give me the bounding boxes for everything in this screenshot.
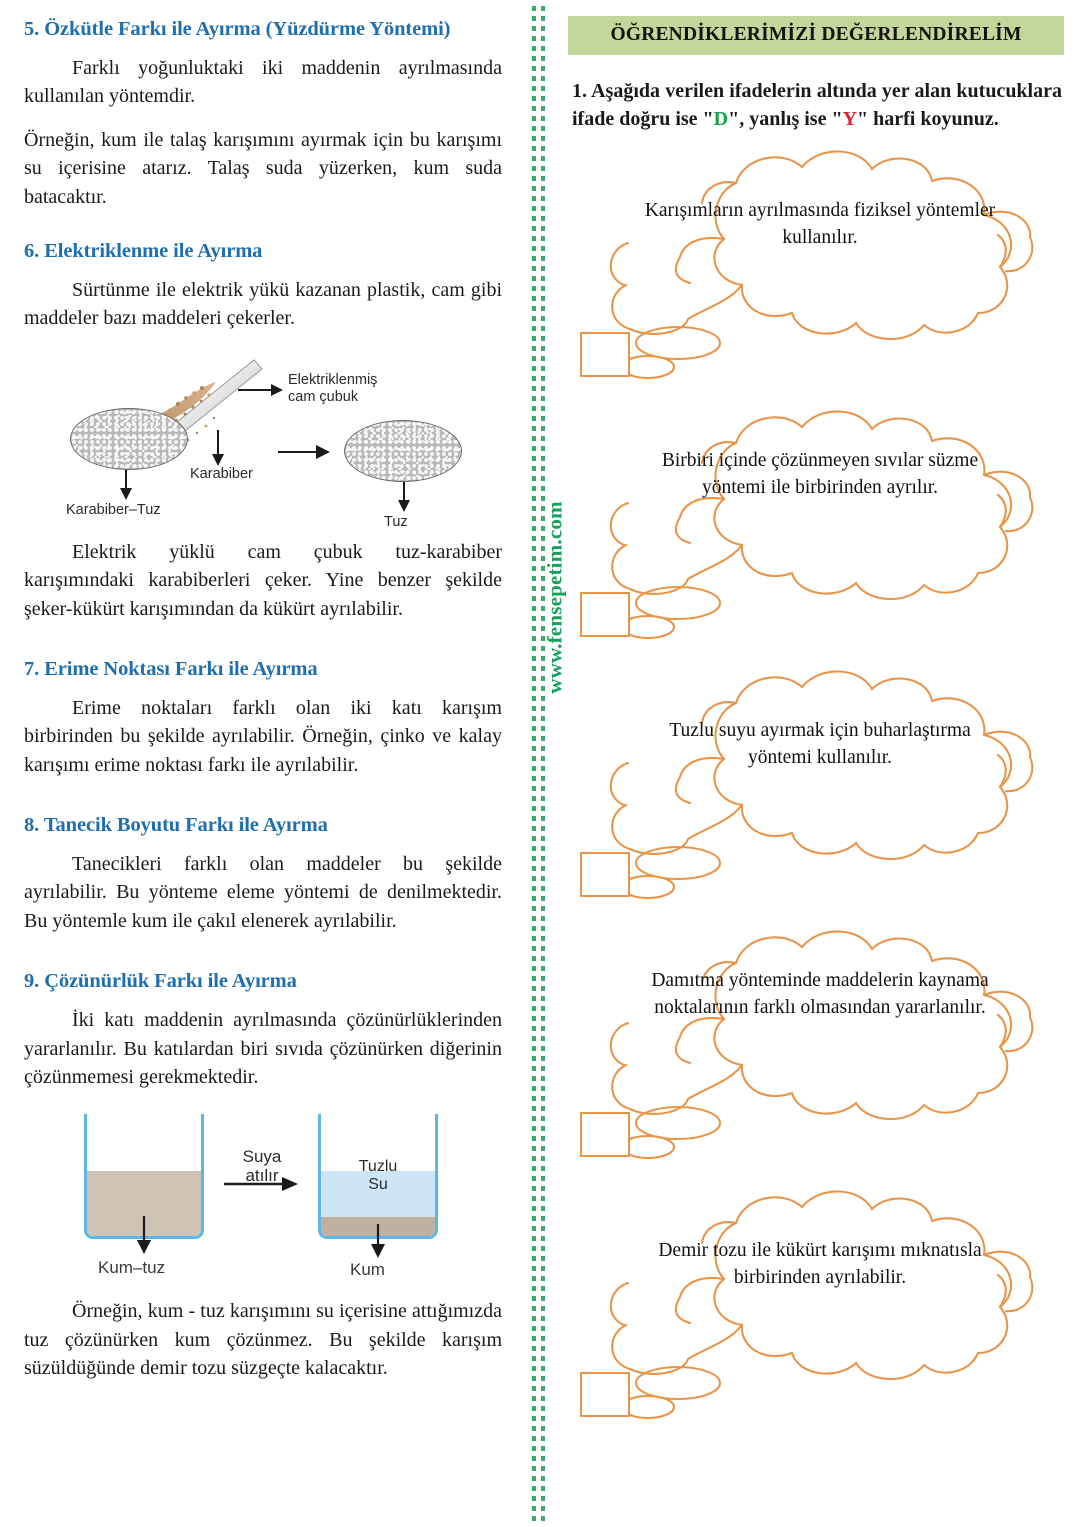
instruction-letter-false: Y <box>842 108 858 130</box>
statement-text-4: Damıtma yönteminde maddelerin kaynama no… <box>651 970 989 1019</box>
statement-text-1: Karışımların ayrılmasında fiziksel yönte… <box>644 200 996 249</box>
statement-item-1: Karışımların ayrılmasında fiziksel yönte… <box>568 143 1073 393</box>
section-6-paragraph-1: Sürtünme ile elektrik yükü kazanan plast… <box>24 278 502 330</box>
instruction-part-2: ", yanlış ise " <box>728 108 843 130</box>
answer-box-3[interactable] <box>580 852 630 897</box>
statement-item-5: Demir tozu ile kükürt karışımı mıknatısl… <box>568 1183 1073 1433</box>
thought-cloud-3 <box>609 670 1034 900</box>
spacer <box>24 226 502 240</box>
label-sand-salt: Kum–tuz <box>98 1258 166 1278</box>
label-salt-water: Tuzlu Su <box>358 1158 398 1194</box>
label-sand: Kum <box>350 1260 385 1280</box>
electrification-diagram-svg <box>120 359 410 512</box>
section-5-paragraph-1: Farklı yoğunluktaki iki maddenin ayrılma… <box>24 57 502 108</box>
label-pepper-salt-mixture: Karabiber–Tuz <box>66 501 161 518</box>
statement-text-3: Tuzlu suyu ayırmak için buharlaştırma yö… <box>669 720 971 769</box>
spacer <box>24 638 502 658</box>
salt-dish <box>344 419 462 482</box>
transfer-arrow <box>224 1177 298 1192</box>
answer-box-1[interactable] <box>580 332 630 377</box>
figure-beakers: Tuzlu Su Suya atılır Kum–tuz Kum <box>84 1106 504 1291</box>
beakers-arrows-svg <box>137 1177 385 1259</box>
label-thrown-into-water: Suya atılır <box>242 1147 282 1186</box>
spacer <box>24 794 502 814</box>
section-heading-7: 7. Erime Noktası Farkı ile Ayırma <box>24 657 318 680</box>
section-9-paragraph-2: Örneğin, kum - tuz karışımını su içerisi… <box>24 1300 502 1380</box>
right-column: ÖĞRENDİKLERİMİZİ DEĞERLENDİRELİM 1. Aşağ… <box>554 0 1078 1527</box>
arrow-to-mixture <box>120 465 132 500</box>
instruction-part-1: 1. Aşağıda verilen ifadelerin altında ye… <box>572 80 1062 130</box>
arrow-to-rod <box>238 383 283 396</box>
statement-item-2: Birbiri içinde çözünmeyen sıvılar süzme … <box>568 403 1073 653</box>
thought-cloud-5 <box>609 1190 1034 1420</box>
answer-box-2[interactable] <box>580 592 630 637</box>
arrow-to-sand-salt-label <box>137 1216 151 1255</box>
label-salt: Tuz <box>384 513 408 530</box>
statement-text-5: Demir tozu ile kükürt karışımı mıknatısl… <box>658 1240 982 1289</box>
section-7-paragraph-1: Erime noktaları farklı olan iki katı kar… <box>24 696 502 776</box>
thought-cloud-2 <box>609 410 1034 640</box>
answer-box-5[interactable] <box>580 1372 630 1417</box>
instruction-part-3: " harfi koyunuz. <box>857 108 999 130</box>
statement-text-2: Birbiri içinde çözünmeyen sıvılar süzme … <box>661 450 979 499</box>
section-5-paragraph-2: Örneğin, kum ile talaş karışımını ayırma… <box>24 128 502 208</box>
statement-item-4: Damıtma yönteminde maddelerin kaynama no… <box>568 923 1073 1173</box>
section-8-paragraph-1: Tanecikleri farklı olan maddeler bu şeki… <box>24 853 502 932</box>
section-heading-5: 5. Özkütle Farkı ile Ayırma (Yüzdürme Yö… <box>24 18 451 40</box>
section-heading-8: 8. Tanecik Boyutu Farkı ile Ayırma <box>24 814 328 837</box>
arrow-to-salt <box>398 481 410 512</box>
section-heading-9: 9. Çözünürlük Farkı ile Ayırma <box>24 970 297 993</box>
instruction-letter-true: D <box>713 108 729 130</box>
spacer <box>24 950 502 970</box>
pepper-salt-dish <box>70 407 188 470</box>
statement-item-3: Tuzlu suyu ayırmak için buharlaştırma yö… <box>568 663 1073 913</box>
divider-dot-line-left <box>532 6 536 1521</box>
transition-arrow <box>278 444 330 459</box>
section-heading-6: 6. Elektriklenme ile Ayırma <box>24 239 263 262</box>
thought-cloud-4 <box>609 930 1034 1160</box>
left-column: 5. Özkütle Farkı ile Ayırma (Yüzdürme Yö… <box>0 0 528 1527</box>
divider-dot-line-right <box>541 6 545 1521</box>
section-9-paragraph-1: İki katı maddenin ayrılmasında çözünürlü… <box>24 1009 502 1089</box>
arrow-to-pepper <box>212 429 224 466</box>
label-pepper: Karabiber <box>190 465 253 482</box>
beaker-right <box>318 1114 438 1240</box>
thought-cloud-1 <box>609 150 1034 380</box>
column-divider: www.fensepetim.com <box>530 0 567 1527</box>
evaluation-banner: ÖĞRENDİKLERİMİZİ DEĞERLENDİRELİM <box>568 16 1064 55</box>
answer-box-4[interactable] <box>580 1112 630 1157</box>
instruction-text: 1. Aşağıda verilen ifadelerin altında ye… <box>572 77 1062 133</box>
section-6-paragraph-2: Elektrik yüklü cam çubuk tuz-karabiber k… <box>24 540 502 620</box>
figure-electrification: Elektriklenmiş cam çubuk Karabiber Karab… <box>66 348 526 530</box>
arrow-to-sand-label <box>371 1224 385 1259</box>
label-electrified-rod: Elektriklenmiş cam çubuk <box>288 371 378 405</box>
